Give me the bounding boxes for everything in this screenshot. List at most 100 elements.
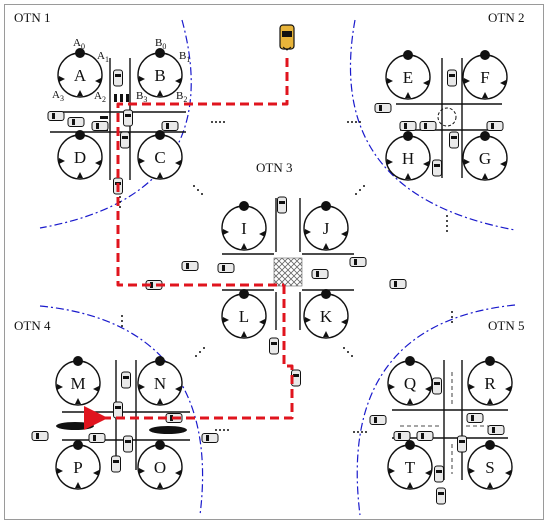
planned-route [84, 58, 294, 430]
roundabout-c: C [137, 130, 183, 180]
boundary-otn1 [39, 19, 192, 229]
vehicle [311, 269, 329, 279]
zone-label-otn4: OTN 4 [14, 318, 51, 333]
vehicle [47, 111, 65, 121]
obstacle [149, 426, 187, 434]
roundabout-o: O [137, 440, 183, 490]
vehicle [88, 433, 106, 443]
vehicle [123, 109, 133, 127]
label-a3: A3 [52, 89, 64, 103]
direction-arrow [223, 229, 229, 235]
direction-arrow [75, 482, 81, 488]
roundabout-label-r: R [484, 374, 496, 393]
roundabout-label-l: L [239, 307, 249, 326]
vehicle [91, 121, 109, 131]
intersection-lines [50, 58, 508, 480]
zone-label-otn2: OTN 2 [488, 10, 524, 25]
direction-arrow [157, 398, 163, 404]
direction-arrow [139, 468, 145, 474]
roundabout-entry-dot [485, 440, 495, 450]
roundabout-t: T [387, 440, 433, 490]
roundabout-label-d: D [74, 148, 86, 167]
roundabout-entry-dot [155, 356, 165, 366]
direction-arrow [405, 92, 411, 98]
vehicle [120, 131, 130, 149]
vehicle [291, 369, 301, 387]
roundabout-b: B [137, 48, 183, 98]
direction-arrow [175, 386, 181, 392]
roundabout-m: M [55, 356, 101, 406]
vehicle [111, 455, 121, 473]
roundabout-label-m: M [70, 374, 85, 393]
direction-arrow [387, 159, 393, 165]
roundabout-label-q: Q [404, 374, 416, 393]
roundabout-s: S [467, 440, 513, 490]
vehicle [434, 465, 444, 483]
direction-arrow [305, 229, 311, 235]
roundabout-j: J [303, 201, 349, 251]
vehicle [436, 487, 446, 505]
label-a2: A2 [94, 90, 106, 104]
direction-arrow [93, 386, 99, 392]
roundabout-label-n: N [154, 374, 166, 393]
roundabout-entry-dot [75, 48, 85, 58]
roundabout-n: N [137, 356, 183, 406]
direction-arrow [75, 398, 81, 404]
direction-arrow [157, 482, 163, 488]
vehicle [201, 433, 219, 443]
vehicle [432, 159, 442, 177]
virtual-roundabout-marker [437, 107, 457, 127]
vehicle [269, 337, 279, 355]
direction-arrow [139, 158, 145, 164]
roundabout-entry-dot [403, 50, 413, 60]
vehicle [466, 413, 484, 423]
roundabout-entry-dot [480, 131, 490, 141]
direction-arrow [407, 398, 413, 404]
direction-arrow [139, 384, 145, 390]
roundabout-entry-dot [155, 130, 165, 140]
roundabout-l: L [221, 289, 267, 339]
zone-label-otn5: OTN 5 [488, 318, 524, 333]
direction-arrow [157, 172, 163, 178]
vehicle [389, 279, 407, 289]
roundabout-label-p: P [73, 458, 82, 477]
roundabout-entry-dot [480, 50, 490, 60]
boundary-otn5 [356, 304, 516, 516]
direction-arrow [389, 468, 395, 474]
roundabout-label-i: I [241, 219, 247, 238]
roundabout-k: K [303, 289, 349, 339]
vehicle [374, 103, 392, 113]
direction-arrow [505, 470, 511, 476]
direction-arrow [405, 173, 411, 179]
roundabout-entry-dot [405, 356, 415, 366]
direction-arrow [341, 231, 347, 237]
roundabout-entry-dot [239, 289, 249, 299]
direction-arrow [57, 468, 63, 474]
label-a1: A1 [97, 50, 109, 64]
boundary-otn2 [349, 19, 516, 231]
label-b3: B3 [136, 90, 147, 104]
label-b2: B2 [176, 90, 187, 104]
vehicle [67, 117, 85, 127]
direction-arrow [59, 158, 65, 164]
roundabout-label-t: T [405, 458, 416, 477]
approach-point-labels: A0 A1 A2 A3 B0 B1 B2 B3 [52, 37, 190, 104]
direction-arrow [464, 78, 470, 84]
direction-arrow [500, 80, 506, 86]
vehicle [113, 401, 123, 419]
direction-arrow [323, 331, 329, 337]
vehicle [399, 121, 417, 131]
vehicle [123, 435, 133, 453]
vehicle [457, 435, 467, 453]
vehicle [161, 121, 179, 131]
roundabout-label-h: H [402, 149, 414, 168]
roundabout-label-j: J [323, 219, 330, 238]
roundabout-h: H [385, 131, 431, 181]
vehicle [181, 261, 199, 271]
roundabout-entry-dot [155, 48, 165, 58]
vehicle [113, 69, 123, 87]
direction-arrow [487, 398, 493, 404]
roundabout-entry-dot [405, 440, 415, 450]
roundabout-r: R [467, 356, 513, 406]
direction-arrow [305, 317, 311, 323]
